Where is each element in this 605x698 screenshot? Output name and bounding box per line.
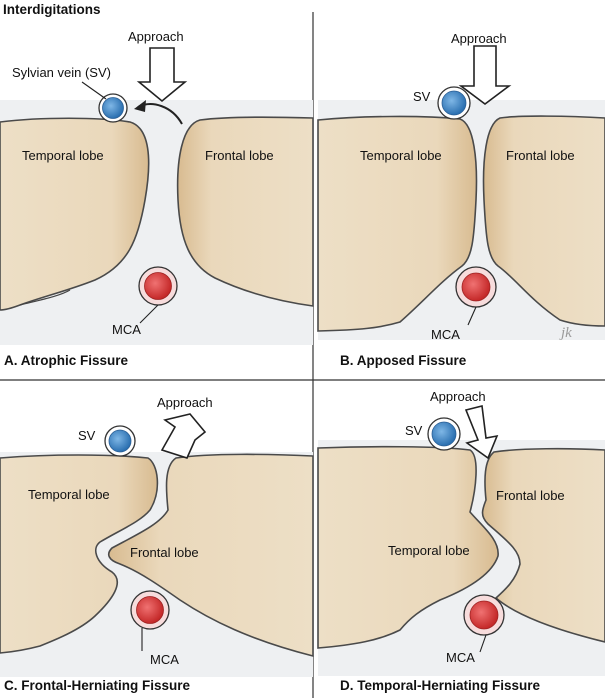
temporal-lobe-shape (317, 115, 478, 332)
artist-signature: jk (559, 325, 572, 341)
approach-arrow (160, 413, 207, 459)
artery-lumen (469, 600, 499, 630)
frontal-lobe-shape (481, 447, 605, 643)
frontal-lobe-label: Frontal lobe (205, 148, 274, 163)
panel-b: Approach SV Temporal lobe Frontal lobe M… (317, 31, 605, 368)
mca-label: MCA (150, 652, 179, 667)
panel-d: Approach SV Temporal lobe Frontal lobe M… (317, 389, 605, 693)
mca-label: MCA (431, 327, 460, 342)
approach-arrow (136, 47, 188, 103)
artery-lumen (144, 272, 172, 300)
fissure-edge-line (19, 289, 71, 306)
sylvian-vein-label: SV (78, 428, 96, 443)
panel-caption: C. Frontal-Herniating Fissure (4, 678, 191, 693)
approach-label: Approach (128, 29, 184, 44)
frontal-lobe-shape (176, 116, 314, 307)
frontal-lobe-label: Frontal lobe (130, 545, 199, 560)
vein-lumen (102, 97, 124, 119)
vein-lumen (108, 429, 132, 453)
artery-lumen (461, 272, 491, 302)
vein-leader-line (81, 81, 107, 100)
frontal-lobe-shape (482, 115, 605, 327)
retraction-arrowhead (134, 100, 146, 112)
approach-label: Approach (430, 389, 486, 404)
sylvian-vein-label: Sylvian vein (SV) (12, 65, 111, 80)
panel-caption: A. Atrophic Fissure (4, 353, 129, 368)
mca-leader-line (467, 306, 477, 326)
sylvian-vein-label: SV (405, 423, 423, 438)
mca-leader-line (139, 304, 159, 324)
temporal-lobe-label: Temporal lobe (28, 487, 110, 502)
approach-label: Approach (157, 395, 213, 410)
temporal-lobe-label: Temporal lobe (388, 543, 470, 558)
approach-arrow (458, 45, 512, 105)
artery-lumen (136, 596, 164, 624)
temporal-lobe-label: Temporal lobe (22, 148, 104, 163)
temporal-lobe-shape (0, 454, 159, 654)
sylvian-vein-label: SV (413, 89, 431, 104)
panel-caption: D. Temporal-Herniating Fissure (340, 678, 541, 693)
vein-lumen (441, 90, 467, 116)
approach-arrow (464, 405, 499, 460)
mca-label: MCA (446, 650, 475, 665)
frontal-lobe-label: Frontal lobe (506, 148, 575, 163)
mca-label: MCA (112, 322, 141, 337)
approach-label: Approach (451, 31, 507, 46)
mca-leader-line (479, 634, 487, 653)
frontal-lobe-label: Frontal lobe (496, 488, 565, 503)
panel-c: Approach SV Temporal lobe Frontal lobe M… (0, 395, 314, 693)
vein-lumen (431, 421, 457, 447)
panel-caption: B. Apposed Fissure (340, 353, 467, 368)
figure-title: Interdigitations (3, 2, 101, 17)
temporal-lobe-label: Temporal lobe (360, 148, 442, 163)
panel-a: Approach Sylvian vein (SV) Temporal lobe… (0, 29, 314, 368)
